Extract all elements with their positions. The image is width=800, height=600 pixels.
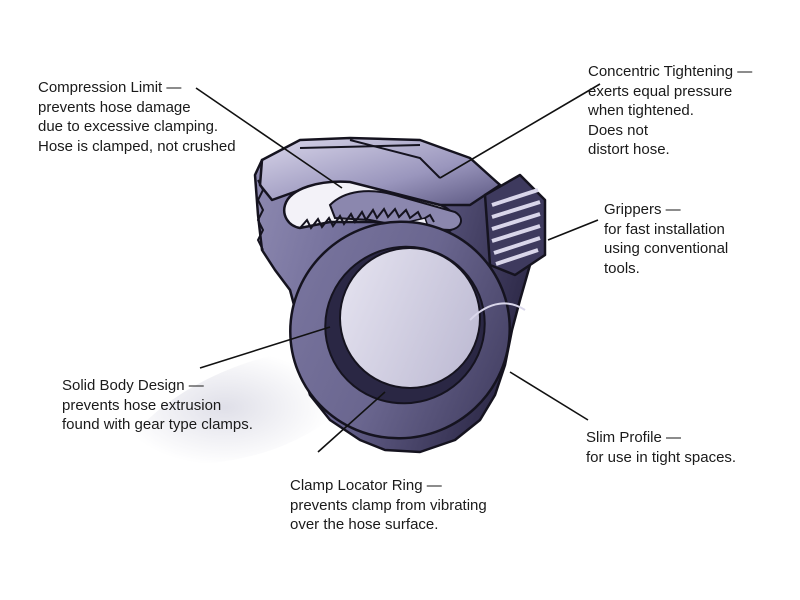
callout-line: Hose is clamped, not crushed — [38, 137, 236, 155]
callout-solid-body-design: Solid Body Design — prevents hose extrus… — [62, 376, 253, 435]
ratchet-teeth — [299, 207, 435, 230]
callout-line: Does not — [588, 121, 649, 139]
callout-line: found with gear type clamps. — [62, 416, 253, 433]
callout-title: Clamp Locator Ring — — [290, 477, 442, 494]
callout-concentric-tightening: Concentric Tightening — exerts equal pre… — [588, 62, 752, 160]
ring-opening — [339, 247, 481, 389]
leader-lines — [195, 83, 601, 453]
ground-shadow — [120, 350, 330, 466]
callout-title: Slim Profile — — [586, 429, 682, 446]
leader-concentric-tightening — [439, 83, 601, 179]
leader-slim-profile — [509, 371, 589, 421]
callout-line: over the hose surface. — [290, 516, 439, 533]
callout-line: prevents clamp from vibrating — [290, 496, 487, 514]
callout-line: tools. — [604, 259, 640, 277]
leader-grippers — [547, 219, 599, 241]
callout-slim-profile: Slim Profile — for use in tight spaces. — [586, 428, 736, 467]
callout-line: prevents hose extrusion — [62, 396, 222, 414]
callout-line: using conventional — [604, 240, 729, 257]
callout-line: due to excessive clamping. — [38, 118, 219, 135]
callout-line: for use in tight spaces. — [586, 448, 737, 466]
leader-locator-ring — [317, 391, 386, 453]
callout-grippers: Grippers — for fast installation using c… — [604, 200, 728, 278]
callout-line: distort hose. — [588, 141, 670, 158]
grippers-block — [483, 173, 547, 277]
leader-compression-limit — [195, 87, 343, 189]
callout-line: for fast installation — [604, 220, 725, 238]
callout-title: Grippers — — [604, 201, 681, 218]
callout-title: Compression Limit — — [38, 79, 182, 96]
callout-line: when tightened. — [588, 102, 694, 119]
callout-line: prevents hose damage — [38, 98, 191, 116]
callout-title: Concentric Tightening — — [588, 63, 753, 80]
callout-clamp-locator-ring: Clamp Locator Ring — prevents clamp from… — [290, 476, 487, 535]
callout-compression-limit: Compression Limit — prevents hose damage… — [38, 78, 236, 156]
callout-line: exerts equal pressure — [588, 82, 733, 100]
callout-title: Solid Body Design — — [62, 377, 204, 394]
leader-solid-body — [199, 326, 331, 369]
